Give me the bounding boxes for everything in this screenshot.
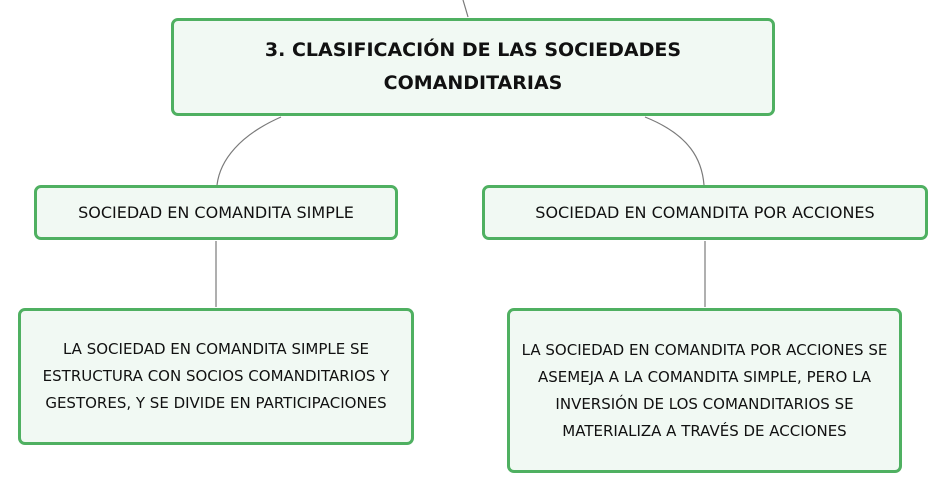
detail-node-simple-text: LA SOCIEDAD EN COMANDITA SIMPLE SE ESTRU… [42,340,390,412]
detail-node-simple[interactable]: LA SOCIEDAD EN COMANDITA SIMPLE SE ESTRU… [18,308,414,445]
connector-root-to-acciones [644,116,705,186]
detail-node-acciones-text: LA SOCIEDAD EN COMANDITA POR ACCIONES SE… [521,340,888,440]
branch-node-simple-label: SOCIEDAD EN COMANDITA SIMPLE [78,203,354,222]
root-node-label: 3. CLASIFICACIÓN DE LAS SOCIEDADES COMAN… [264,39,682,94]
detail-node-acciones[interactable]: LA SOCIEDAD EN COMANDITA POR ACCIONES SE… [507,308,902,473]
branch-node-acciones-label: SOCIEDAD EN COMANDITA POR ACCIONES [535,203,875,222]
branch-node-simple[interactable]: SOCIEDAD EN COMANDITA SIMPLE [34,185,398,240]
connector-root-to-simple [216,116,282,186]
root-node[interactable]: 3. CLASIFICACIÓN DE LAS SOCIEDADES COMAN… [171,18,775,116]
branch-node-acciones[interactable]: SOCIEDAD EN COMANDITA POR ACCIONES [482,185,928,240]
connector-parent-to-root [462,0,469,18]
